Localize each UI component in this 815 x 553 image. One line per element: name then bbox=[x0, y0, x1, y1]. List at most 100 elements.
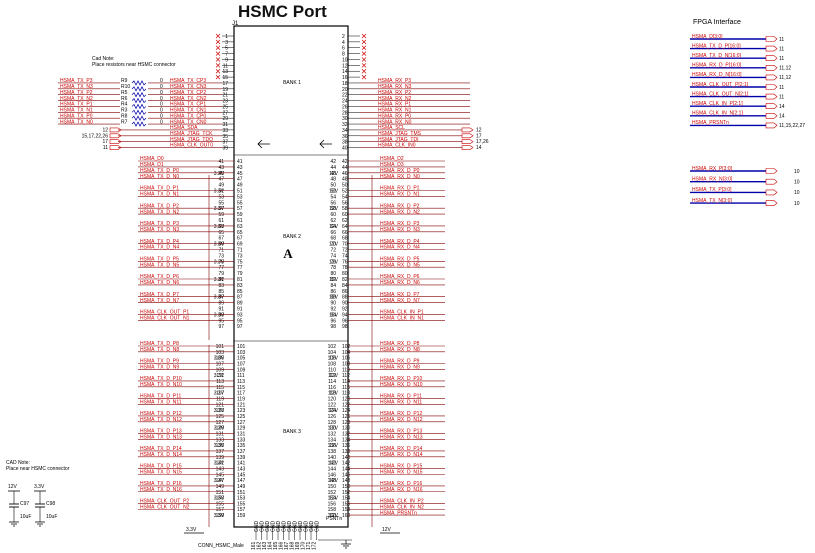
pin-number: 105 bbox=[216, 356, 225, 362]
gnd-label: GND bbox=[315, 521, 321, 533]
pin-number: 112 bbox=[342, 373, 350, 379]
bus-net-label: HSMA_CLK_OUT_P[2:1] bbox=[692, 82, 749, 88]
ground-symbol bbox=[35, 521, 45, 527]
pin-number: 47 bbox=[237, 177, 243, 183]
pin-number: 93 bbox=[218, 312, 224, 318]
pin-number: 77 bbox=[218, 265, 224, 271]
offpage-connector bbox=[461, 127, 474, 133]
net-label: HSMA_RX_D_N9 bbox=[380, 365, 420, 371]
pin-number: 68 bbox=[342, 236, 348, 242]
pin-number: 94 bbox=[342, 312, 348, 318]
pin-number: 77 bbox=[237, 265, 243, 271]
net-label: HSMA_TX_N0 bbox=[60, 119, 93, 125]
pin-number: 7 bbox=[225, 52, 228, 58]
no-connect-mark bbox=[215, 51, 221, 56]
pin-number: 146 bbox=[328, 472, 337, 478]
net-label: HSMA_RX_D_N13 bbox=[380, 434, 423, 440]
pin-number: 141 bbox=[237, 461, 246, 467]
pin-number: 49 bbox=[237, 183, 243, 189]
rail-label: 12V bbox=[329, 391, 339, 397]
pin-number: 171 bbox=[306, 541, 312, 550]
net-label: HSMA_RX_D_P0 bbox=[380, 168, 420, 174]
net-label: HSMA_TX_D_N3 bbox=[140, 227, 179, 233]
pin-number: 158 bbox=[328, 507, 337, 513]
net-label: HSMA_D0 bbox=[140, 156, 164, 162]
net-label: HSMA_TX_D_N7 bbox=[140, 298, 179, 304]
gnd-label: GND bbox=[309, 521, 315, 533]
rail-label: 12V bbox=[329, 224, 339, 230]
offpage-ref: 12 bbox=[476, 127, 482, 133]
pin-number: 97 bbox=[218, 324, 224, 330]
no-connect-mark bbox=[215, 33, 221, 39]
offpage-connector bbox=[765, 65, 778, 71]
offpage-ref: 17,26 bbox=[476, 139, 489, 145]
pin-number: 157 bbox=[237, 507, 246, 513]
net-label: HSMA_RX_D_P5 bbox=[380, 257, 420, 263]
pin-number: 67 bbox=[218, 236, 224, 242]
no-connect-mark bbox=[361, 63, 367, 68]
pin-number: 145 bbox=[237, 472, 246, 478]
gnd-label: GND bbox=[271, 521, 277, 533]
net-label: HSMA_CLK_IN_N2 bbox=[380, 504, 424, 510]
pin-number: 49 bbox=[218, 183, 224, 189]
pin-number: 89 bbox=[237, 301, 243, 307]
pin-number: 36 bbox=[342, 134, 348, 140]
net-label: HSMA_TX_D_P3 bbox=[140, 221, 179, 227]
pin-number: 90 bbox=[342, 301, 348, 307]
rail-label: 12V bbox=[329, 242, 339, 248]
pin-number: 137 bbox=[237, 449, 246, 455]
pin-number: 12 bbox=[342, 63, 348, 69]
cad-note: Cad Note: bbox=[92, 56, 115, 62]
rail-label: 12V bbox=[329, 171, 339, 177]
pin-number: 154 bbox=[328, 496, 337, 502]
net-label: HSMA_RX_D_P15 bbox=[380, 464, 422, 470]
pin-number: 24 bbox=[342, 99, 348, 105]
resistor-symbol bbox=[131, 80, 147, 86]
net-label: HSMA_TX_P1 bbox=[60, 102, 93, 108]
pin-number: 128 bbox=[328, 420, 337, 426]
pin-number: 8 bbox=[342, 52, 345, 58]
pin-number: 31 bbox=[222, 122, 228, 128]
bus-net-label: HSMA_CLK_IN_N[2:1] bbox=[692, 111, 743, 117]
pin-number: 102 bbox=[328, 344, 337, 350]
pin-number: 125 bbox=[216, 414, 225, 420]
pin-number: 72 bbox=[342, 248, 348, 254]
pin-number: 26 bbox=[342, 104, 348, 110]
net-label: HSMA_RX_D_P12 bbox=[380, 411, 422, 417]
pin-number: 73 bbox=[218, 253, 224, 259]
net-label: HSMA_TX_D_P15 bbox=[140, 464, 182, 470]
pin-number: 46 bbox=[330, 171, 336, 177]
pin-number: 131 bbox=[216, 431, 225, 437]
net-label: HSMA_JTAG_TMS bbox=[378, 131, 422, 137]
pin-number: 70 bbox=[330, 242, 336, 248]
pin-number: 110 bbox=[328, 367, 336, 373]
rail-label: 12V bbox=[329, 206, 339, 212]
rail-label: 3.3V bbox=[214, 356, 225, 362]
pin-number: 118 bbox=[342, 391, 350, 397]
pin-number: 120 bbox=[342, 396, 351, 402]
net-label: HSMA_TX_P3 bbox=[60, 78, 93, 84]
offpage-connector bbox=[765, 45, 778, 52]
pin-number: 138 bbox=[342, 449, 351, 455]
cad-note: Place near HSMC connector bbox=[6, 466, 70, 472]
pin-number: 135 bbox=[237, 443, 246, 449]
pin-number: 123 bbox=[216, 408, 225, 414]
rail-label: 3.3V bbox=[214, 408, 225, 414]
net-label: HSMA_TX_D_N0 bbox=[140, 174, 179, 180]
net-label: HSMA_TX_D_N14 bbox=[140, 452, 182, 458]
pin-number: 75 bbox=[237, 259, 243, 265]
part-name: CONN_HSMC_Male bbox=[198, 543, 244, 549]
resistor-ref: R10 bbox=[121, 84, 130, 90]
pin-number: 58 bbox=[342, 206, 348, 212]
rail-label: 3.3V bbox=[214, 496, 225, 502]
pin-number: 18 bbox=[342, 81, 348, 87]
pin-number: 39 bbox=[222, 146, 228, 152]
pin-number: 117 bbox=[216, 391, 224, 397]
pin-number: 121 bbox=[237, 402, 246, 408]
no-connect-mark bbox=[215, 63, 221, 68]
gnd-label: GND bbox=[276, 521, 282, 533]
pin-number: 139 bbox=[216, 455, 225, 461]
net-label: HSMA_PRSNTn bbox=[380, 510, 417, 516]
net-label: HSMA_RX_D_P3 bbox=[380, 221, 420, 227]
no-connect-mark bbox=[361, 68, 367, 74]
